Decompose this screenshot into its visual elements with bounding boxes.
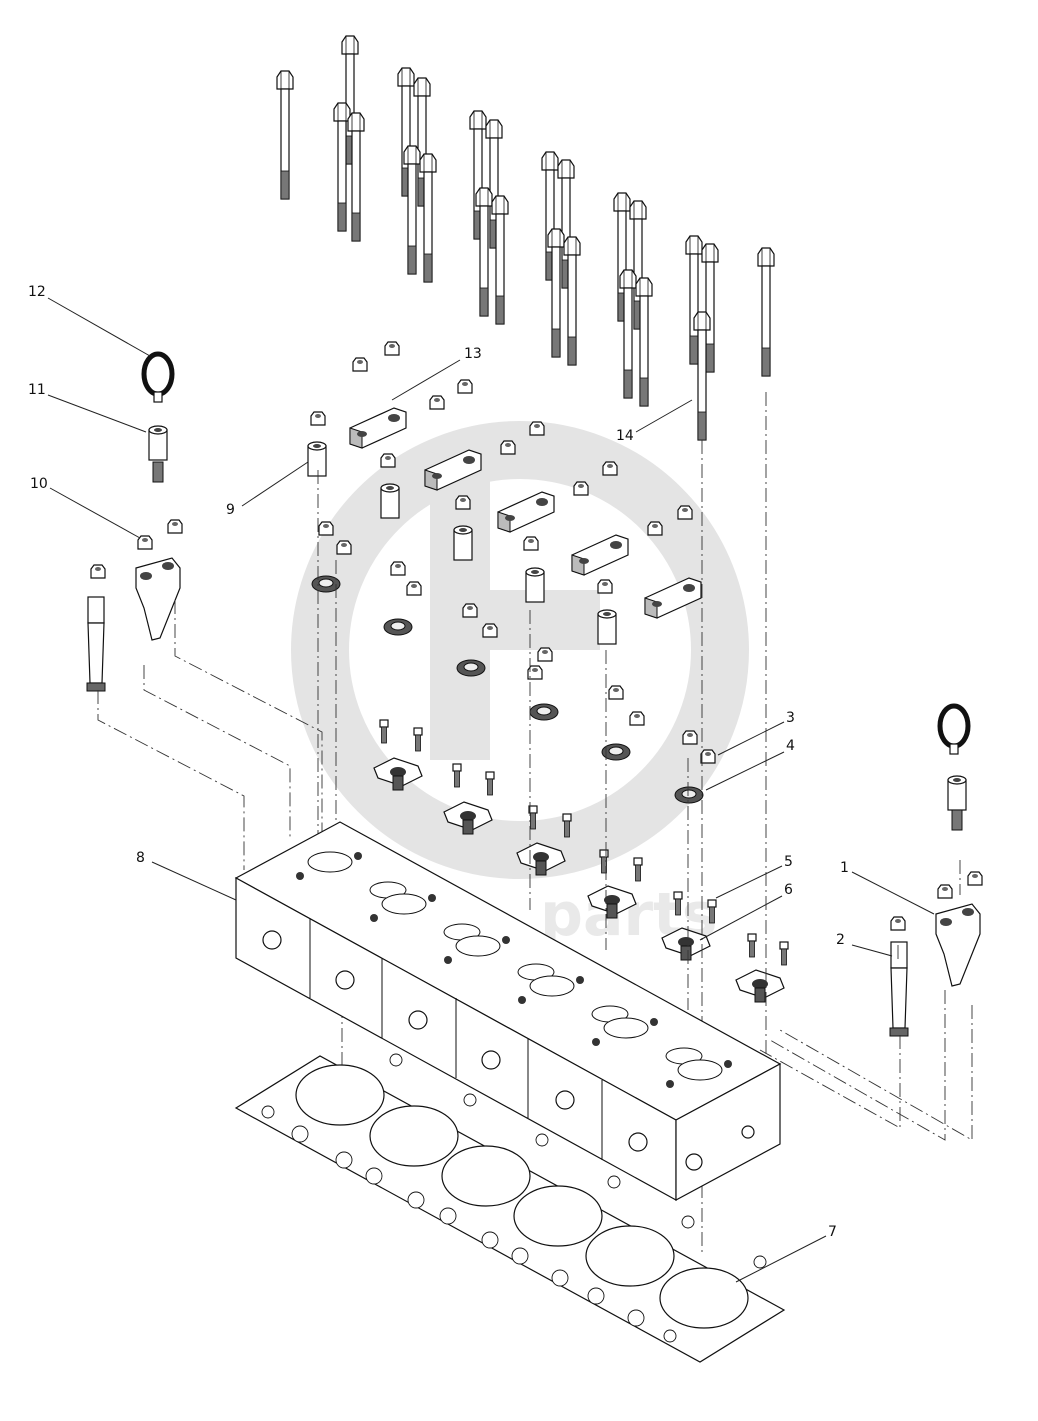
callout-13: 13 bbox=[464, 346, 482, 362]
callout-4: 4 bbox=[786, 738, 795, 754]
callout-10: 10 bbox=[30, 476, 48, 492]
callout-2: 2 bbox=[836, 932, 845, 948]
callout-1: 1 bbox=[840, 860, 849, 876]
left-lifting-assembly bbox=[86, 351, 181, 692]
callout-5: 5 bbox=[784, 854, 793, 870]
callout-7: 7 bbox=[828, 1224, 837, 1240]
cylinder-head bbox=[234, 821, 782, 1202]
watermark-logo bbox=[291, 421, 749, 879]
callout-11: 11 bbox=[28, 382, 46, 398]
cylinder-head-bolts bbox=[276, 35, 775, 441]
callout-14: 14 bbox=[616, 428, 634, 444]
callout-numbers: 12 11 10 9 13 14 3 4 5 6 1 2 8 7 bbox=[28, 284, 849, 1240]
callout-12: 12 bbox=[28, 284, 46, 300]
callout-8: 8 bbox=[136, 850, 145, 866]
head-gasket bbox=[234, 1053, 786, 1363]
callout-6: 6 bbox=[784, 882, 793, 898]
right-lifting-assembly bbox=[889, 703, 981, 1037]
callout-3: 3 bbox=[786, 710, 795, 726]
leader-lines bbox=[47, 297, 935, 1283]
callout-9: 9 bbox=[226, 502, 235, 518]
